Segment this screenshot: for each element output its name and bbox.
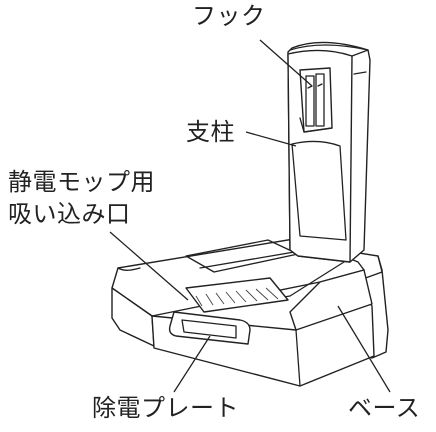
static-removal-plate (168, 311, 251, 345)
leader-lines (109, 39, 391, 393)
plate-leader (173, 335, 211, 393)
pillar-label: 支柱 (186, 118, 235, 146)
hook-label: フック (192, 2, 266, 30)
mop-inlet-label-line2: 吸い込み口 (8, 200, 131, 228)
pillar-leader (245, 131, 297, 147)
base-leader (337, 305, 391, 393)
hook-leader (259, 39, 313, 87)
mop-inlet-label-line1: 静電モップ用 (8, 168, 155, 196)
plate-label: 除電プレート (92, 394, 239, 422)
suction-inlet-grille (185, 277, 289, 313)
hook-part (299, 67, 333, 133)
inlet-leader (109, 231, 189, 301)
base-label: ベース (348, 394, 421, 422)
